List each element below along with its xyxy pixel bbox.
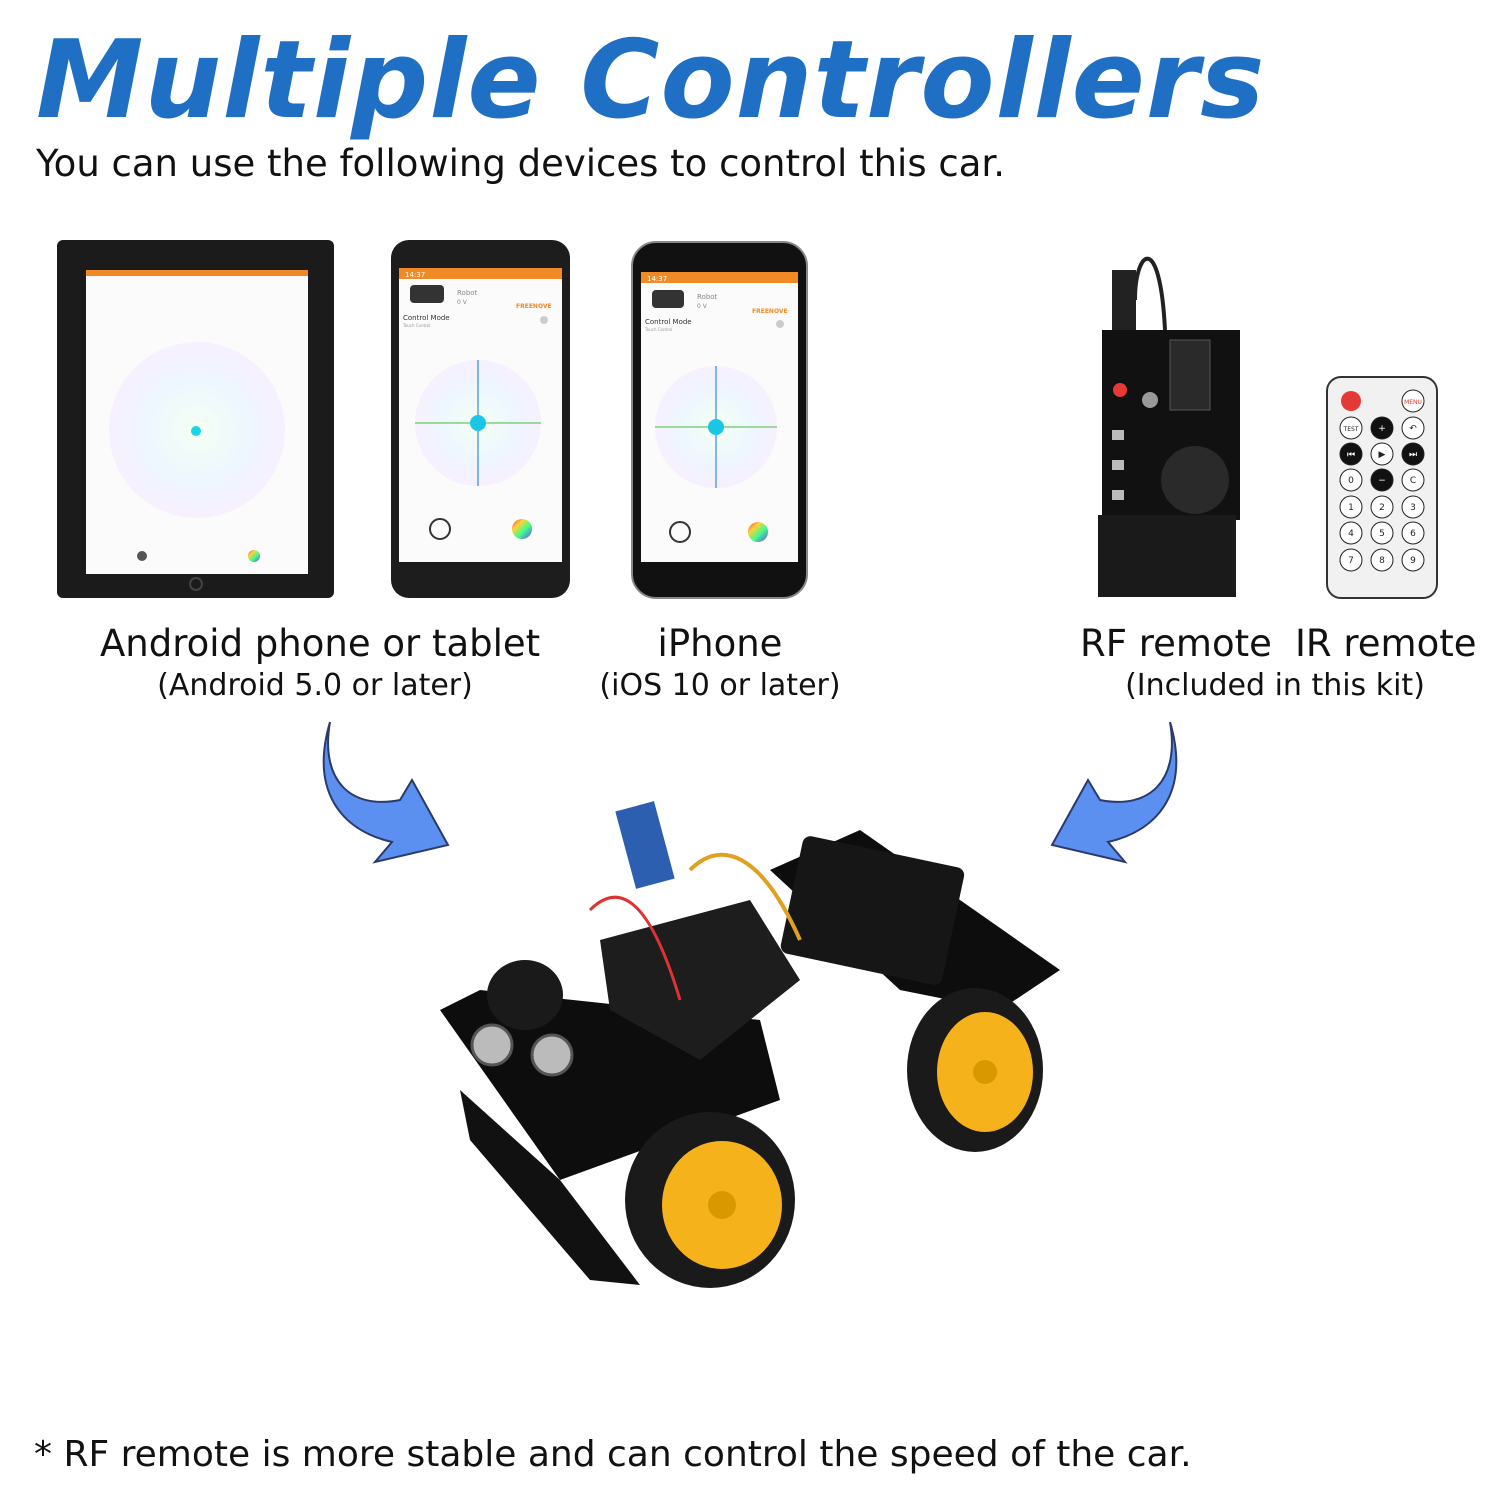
ir-button[interactable]	[1339, 442, 1363, 466]
iphone-sublabel: (iOS 10 or later)	[599, 668, 841, 703]
ir-button-label: MENU	[1404, 399, 1422, 406]
sound-icon[interactable]	[669, 521, 691, 543]
arrow-left-icon	[322, 721, 450, 864]
color-icon[interactable]	[748, 522, 768, 542]
ir-button-label: TEST	[1343, 426, 1359, 433]
mode-toggle[interactable]	[540, 316, 548, 324]
ir-button-label: ▶	[1379, 450, 1386, 460]
ir-button[interactable]	[1401, 495, 1425, 519]
status-time: 14:37	[647, 275, 667, 283]
ir-button[interactable]	[1370, 442, 1394, 466]
power-icon	[1341, 391, 1361, 411]
voltage-label: 0 V	[697, 303, 708, 310]
page-subtitle: You can use the following devices to con…	[36, 142, 1005, 185]
iphone: 14:37 Robot 0 V FREENOVE Control Mode To…	[631, 241, 808, 599]
ir-button[interactable]	[1401, 468, 1425, 492]
ir-button-label: +	[1378, 424, 1386, 434]
rf-remote-label: RF remote	[1080, 622, 1272, 665]
ir-button-label: 8	[1379, 556, 1385, 566]
ir-button[interactable]	[1370, 548, 1394, 572]
android-sublabel: (Android 5.0 or later)	[157, 668, 473, 703]
control-mode-label: Control Mode	[403, 314, 450, 322]
ir-button-label: C	[1410, 476, 1416, 486]
rf-remote	[1098, 256, 1240, 597]
brand-logo: FREENOVE	[752, 308, 788, 315]
ir-button[interactable]	[1370, 416, 1394, 440]
android-phone: 14:37 Robot 0 V FREENOVE Control Mode To…	[391, 240, 570, 598]
ir-button-label: ⏭	[1409, 450, 1417, 460]
ir-remote-label: IR remote	[1295, 622, 1477, 665]
ir-button[interactable]	[1370, 521, 1394, 545]
ir-button[interactable]	[1339, 495, 1363, 519]
ir-remote: MENU TEST + ↶ ⏮ ▶ ⏭ 0 − C 1 2 3 4 5 6 7 8 9	[1326, 376, 1438, 599]
ir-button[interactable]	[1401, 548, 1425, 572]
ir-button-label: 1	[1348, 503, 1354, 513]
mode-toggle[interactable]	[776, 320, 784, 328]
status-time: 14:37	[405, 271, 425, 279]
ir-button-label: 2	[1379, 503, 1385, 513]
ir-button[interactable]	[1370, 468, 1394, 492]
ir-button[interactable]	[1339, 468, 1363, 492]
control-mode-label: Control Mode	[645, 318, 692, 326]
control-mode-sub: Touch Control	[644, 327, 672, 332]
ir-button-label: 6	[1410, 529, 1416, 539]
kit-sublabel: (Included in this kit)	[1125, 668, 1425, 703]
robot-label: Robot	[697, 293, 718, 301]
ir-button[interactable]	[1339, 548, 1363, 572]
brand-logo: FREENOVE	[516, 303, 552, 310]
ir-button-label: 3	[1410, 503, 1416, 513]
color-icon[interactable]	[512, 519, 532, 539]
ir-button[interactable]	[1401, 521, 1425, 545]
ir-button-label: 9	[1410, 556, 1416, 566]
ir-button-label: 7	[1348, 556, 1354, 566]
ir-button[interactable]	[1401, 442, 1425, 466]
ir-button[interactable]	[1401, 416, 1425, 440]
ir-button-label: 0	[1348, 476, 1354, 486]
page-title: Multiple Controllers	[36, 18, 1266, 143]
ir-button-label: 4	[1348, 529, 1354, 539]
ir-button-label: ⏮	[1347, 450, 1355, 460]
control-mode-sub: Touch Control	[402, 323, 430, 328]
ir-button[interactable]	[1370, 495, 1394, 519]
robot-car	[440, 801, 1060, 1288]
ir-button-label: −	[1378, 476, 1386, 486]
ir-button[interactable]	[1339, 521, 1363, 545]
sound-icon[interactable]	[429, 518, 451, 540]
ir-button[interactable]	[1339, 416, 1363, 440]
iphone-label: iPhone	[657, 622, 783, 665]
voltage-label: 0 V	[457, 299, 468, 306]
arrow-right-icon	[1050, 721, 1178, 864]
android-tablet	[57, 240, 334, 598]
footnote: * RF remote is more stable and can contr…	[34, 1434, 1192, 1475]
robot-label: Robot	[457, 289, 478, 297]
ir-button-label: ↶	[1409, 424, 1417, 434]
ir-button-label: 5	[1379, 529, 1385, 539]
ir-button[interactable]	[1401, 389, 1425, 413]
android-label: Android phone or tablet	[100, 622, 541, 665]
